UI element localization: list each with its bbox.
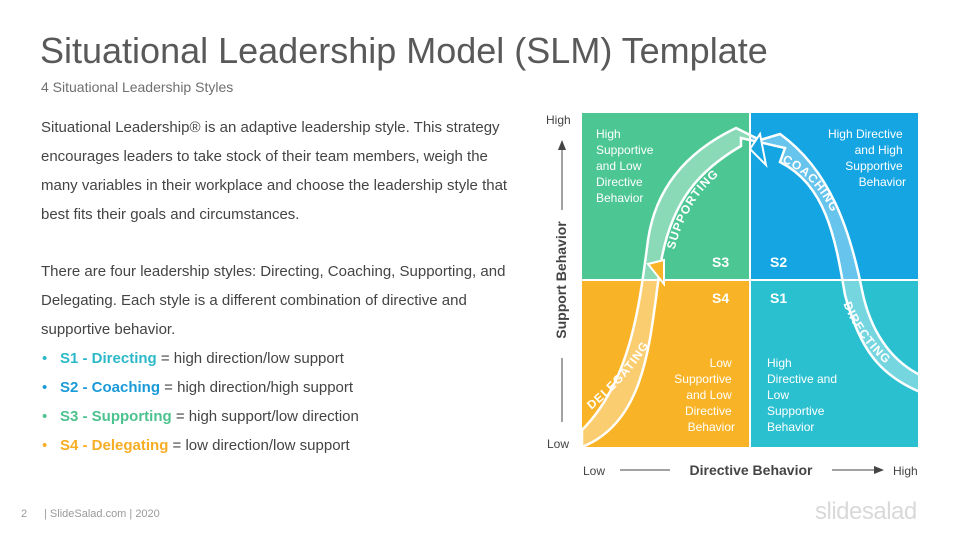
list-item-s2: • S2 - Coaching = high direction/high su… — [41, 373, 359, 402]
x-axis-label: Directive Behavior — [690, 462, 813, 478]
style-desc: = high direction/low support — [156, 350, 344, 367]
intro-paragraph: Situational Leadership® is an adaptive l… — [41, 119, 508, 223]
list-item-s3: • S3 - Supporting = high support/low dir… — [41, 402, 359, 431]
list-item-s1: • S1 - Directing = high direction/low su… — [41, 344, 359, 373]
brand-logo: slidesalad — [815, 498, 917, 525]
quadrant-desc-s2: High Directive and High Supportive Behav… — [828, 127, 906, 189]
style-key: S2 - Coaching — [60, 379, 161, 396]
y-axis-label: Support Behavior — [553, 221, 569, 339]
quadrant-desc-s3: High Supportive and Low Directive Behavi… — [596, 127, 657, 205]
quadrant-s3 — [582, 113, 749, 279]
quadrant-code-s2: S2 — [770, 254, 787, 270]
style-key: S4 - Delegating — [60, 437, 169, 454]
bullet-icon: • — [42, 379, 48, 396]
y-axis-arrow-icon — [558, 140, 566, 150]
quadrant-desc-s4: Low Supportive and Low Directive Behavio… — [674, 356, 735, 434]
leadership-styles-list: • S1 - Directing = high direction/low su… — [41, 344, 359, 460]
style-desc: = high support/low direction — [171, 408, 359, 425]
quadrant-code-s4: S4 — [712, 290, 729, 306]
quadrant-code-s3: S3 — [712, 254, 729, 270]
style-desc: = high direction/high support — [160, 379, 354, 396]
quadrant-desc-s1: High Directive and Low Supportive Behavi… — [767, 356, 840, 434]
quadrant-s1 — [751, 281, 918, 447]
bullet-icon: • — [42, 350, 48, 367]
arrow-head-delegating — [646, 258, 665, 287]
quadrant-s2 — [751, 113, 918, 279]
quadrant-code-s1: S1 — [770, 290, 787, 306]
footer-credit: | SlideSalad.com | 2020 — [44, 508, 160, 520]
bullet-icon: • — [42, 408, 48, 425]
style-desc: = low direction/low support — [168, 437, 350, 454]
style-key: S1 - Directing — [60, 350, 157, 367]
bullet-icon: • — [42, 437, 48, 454]
x-axis-arrow-icon — [874, 466, 884, 474]
slm-diagram: DELEGATING SUPPORTING COACHING DIRECTING… — [546, 113, 922, 478]
slide-subtitle: 4 Situational Leadership Styles — [41, 79, 234, 95]
styles-paragraph: There are four leadership styles: Direct… — [41, 263, 506, 338]
x-axis-low: Low — [583, 464, 605, 478]
y-axis-low: Low — [547, 437, 569, 451]
page-number: 2 — [21, 508, 28, 520]
style-key: S3 - Supporting — [60, 408, 172, 425]
y-axis-high: High — [546, 113, 571, 127]
quadrant-s4 — [582, 281, 749, 447]
slide-title: Situational Leadership Model (SLM) Templ… — [40, 30, 768, 71]
x-axis-high: High — [893, 464, 918, 478]
bell-curve-band — [580, 126, 922, 449]
arrow-head-coaching — [748, 131, 768, 169]
list-item-s4: • S4 - Delegating = low direction/low su… — [41, 431, 359, 460]
